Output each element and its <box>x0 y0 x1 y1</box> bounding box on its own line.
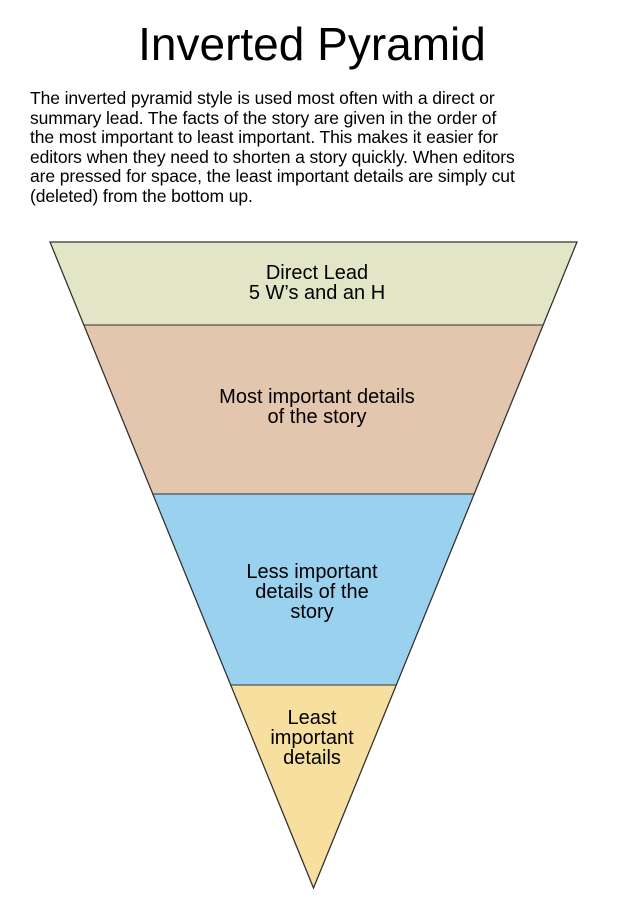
tier-label-line: story <box>290 601 334 623</box>
intro-line: summary lead. The facts of the story are… <box>30 107 497 128</box>
page-title: Inverted Pyramid <box>138 18 486 70</box>
tier-label-line: 5 W’s and an H <box>248 282 386 304</box>
tier-label-most-important: Most important details of the story <box>150 387 484 427</box>
intro-line: The inverted pyramid style is used most … <box>30 88 495 108</box>
intro-line: (deleted) from the bottom up. <box>30 185 253 206</box>
tier-label-line: of the story <box>267 406 367 428</box>
tier-label-direct-lead: Direct Lead 5 W’s and an H <box>150 263 484 303</box>
intro-line: editors when they need to shorten a stor… <box>30 146 515 167</box>
intro-paragraph: The inverted pyramid style is used most … <box>30 88 610 206</box>
tier-label-less-important: Less important details of the story <box>192 562 432 622</box>
tier-label-line: details of the <box>255 581 369 603</box>
tier-label-line: important <box>270 727 354 749</box>
tier-label-line: Most important details <box>219 386 415 408</box>
intro-line: are pressed for space, the least importa… <box>30 166 515 186</box>
tier-label-line: details <box>283 747 341 769</box>
tier-label-line: Least <box>287 707 337 729</box>
tier-label-least-important: Least important details <box>232 708 392 768</box>
tier-label-line: Less important <box>246 561 378 583</box>
pyramid-outline <box>49 241 578 890</box>
tier-label-line: Direct Lead <box>265 262 369 284</box>
intro-line: the most important to least important. T… <box>30 127 499 147</box>
